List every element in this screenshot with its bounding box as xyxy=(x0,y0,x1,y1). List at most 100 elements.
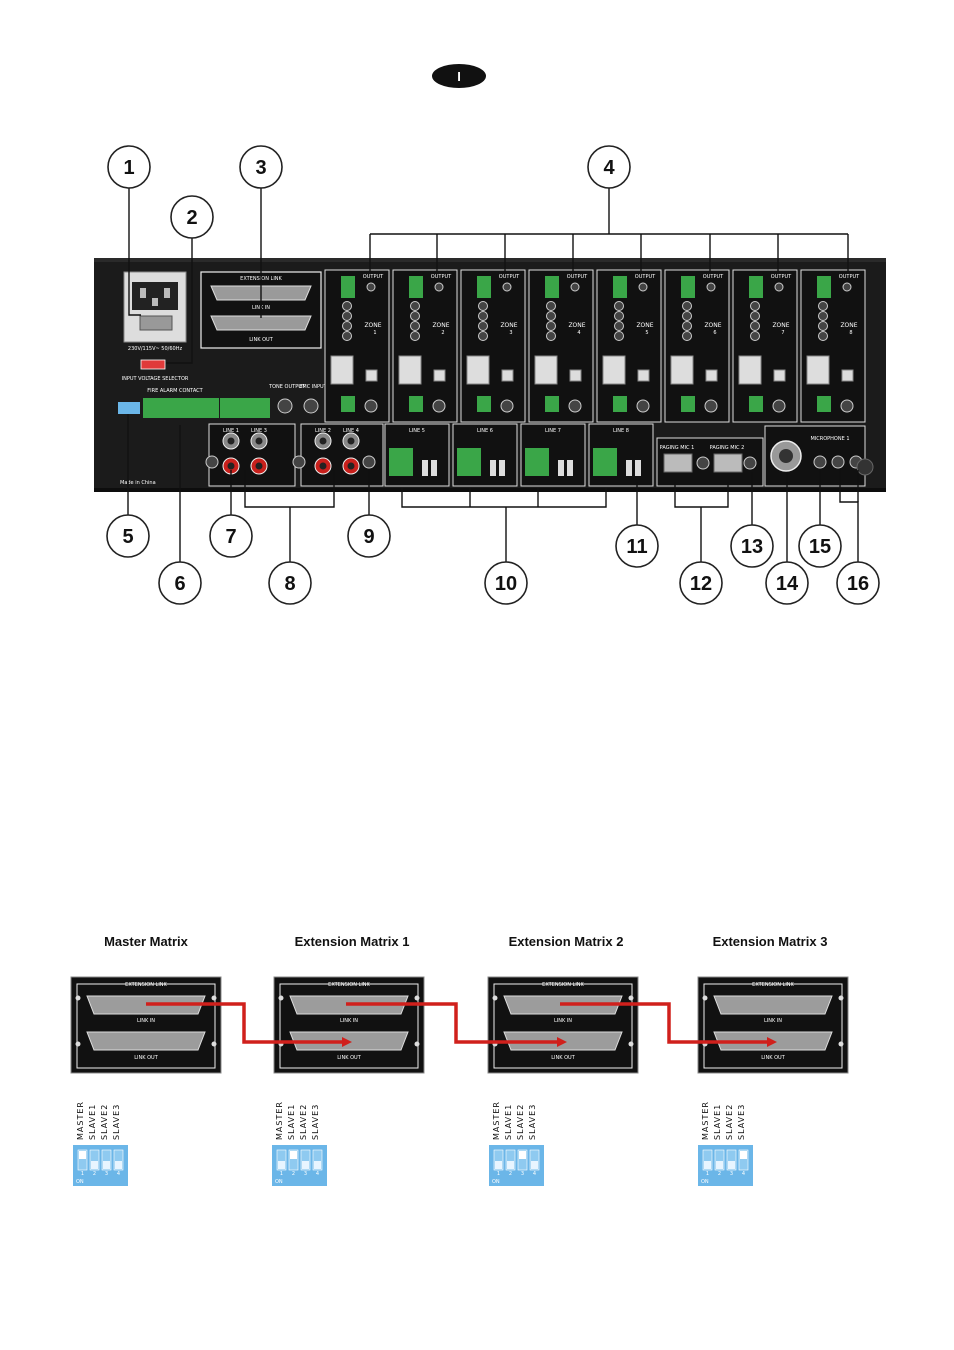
dip-switch-lever[interactable] xyxy=(302,1161,309,1169)
zone-button[interactable] xyxy=(501,369,514,382)
zone-gain-knob[interactable] xyxy=(500,399,514,413)
zone-knob[interactable] xyxy=(478,331,488,341)
zone-output-terminal[interactable] xyxy=(545,276,559,298)
zone-knob[interactable] xyxy=(682,311,692,321)
zone-knob[interactable] xyxy=(410,331,420,341)
dip-switch-lever[interactable] xyxy=(531,1161,538,1169)
zone-knob[interactable] xyxy=(546,311,556,321)
zone-output-terminal[interactable] xyxy=(409,276,423,298)
phantom-switch[interactable] xyxy=(499,460,505,476)
zone-button[interactable] xyxy=(841,369,854,382)
zone-knob[interactable] xyxy=(750,301,760,311)
dip-switch-lever[interactable] xyxy=(103,1161,110,1169)
zone-knob[interactable] xyxy=(818,311,828,321)
zone-knob[interactable] xyxy=(546,301,556,311)
zone-knob[interactable] xyxy=(478,321,488,331)
zone-knob[interactable] xyxy=(546,321,556,331)
zone-remote-terminal[interactable] xyxy=(817,396,831,412)
zone-output-terminal[interactable] xyxy=(681,276,695,298)
zone-knob[interactable] xyxy=(682,331,692,341)
link-out-connector[interactable] xyxy=(86,1031,206,1051)
zone-button[interactable] xyxy=(365,369,378,382)
zone-gain-knob[interactable] xyxy=(432,399,446,413)
zone-remote-jack[interactable] xyxy=(670,355,694,385)
phantom-switch[interactable] xyxy=(635,460,641,476)
dip-switch-lever[interactable] xyxy=(507,1161,514,1169)
paging-mic-gain-knob[interactable] xyxy=(696,456,710,470)
zone-knob[interactable] xyxy=(818,301,828,311)
zone-button[interactable] xyxy=(637,369,650,382)
dip-switch-lever[interactable] xyxy=(728,1161,735,1169)
dip-switch-lever[interactable] xyxy=(740,1151,747,1159)
paging-gain-knob[interactable] xyxy=(743,456,757,470)
zone-button[interactable] xyxy=(569,369,582,382)
line-gain-knob[interactable] xyxy=(362,455,376,469)
zone-knob[interactable] xyxy=(750,311,760,321)
zone-knob[interactable] xyxy=(342,321,352,331)
mic-line-switch[interactable] xyxy=(422,460,428,476)
zone-output-terminal[interactable] xyxy=(749,276,763,298)
zone-remote-terminal[interactable] xyxy=(409,396,423,412)
dip-switch-lever[interactable] xyxy=(716,1161,723,1169)
mic-bass-knob[interactable] xyxy=(831,455,845,469)
dip-switch-lever[interactable] xyxy=(314,1161,321,1169)
mic-line-switch[interactable] xyxy=(626,460,632,476)
mic-line-terminal[interactable] xyxy=(457,448,481,476)
mic-line-switch[interactable] xyxy=(558,460,564,476)
zone-remote-terminal[interactable] xyxy=(613,396,627,412)
dip-switch-lever[interactable] xyxy=(79,1151,86,1159)
dip-switch-lever[interactable] xyxy=(115,1161,122,1169)
zone-remote-terminal[interactable] xyxy=(545,396,559,412)
dip-switch-lever[interactable] xyxy=(519,1151,526,1159)
tone-output-knob[interactable]: TONE OUTPUT xyxy=(268,384,306,414)
zone-remote-jack[interactable] xyxy=(534,355,558,385)
zone-knob[interactable] xyxy=(614,311,624,321)
zone-button[interactable] xyxy=(773,369,786,382)
line-gain-knob[interactable] xyxy=(205,455,219,469)
dip-switch-lever[interactable] xyxy=(704,1161,711,1169)
line-gain-knob[interactable] xyxy=(292,455,306,469)
phantom-switch[interactable] xyxy=(431,460,437,476)
dip-switch-lever[interactable] xyxy=(278,1161,285,1169)
emc-input-knob[interactable]: EMC INPUT xyxy=(299,384,328,414)
zone-knob[interactable] xyxy=(546,331,556,341)
paging-mic-2-jack[interactable] xyxy=(713,453,743,473)
mic-line-terminal[interactable] xyxy=(593,448,617,476)
zone-knob[interactable] xyxy=(342,311,352,321)
zone-knob[interactable] xyxy=(750,331,760,341)
mic-line-terminal[interactable] xyxy=(525,448,549,476)
voltage-selector-switch[interactable]: INPUT VOLTAGE SELECTOR xyxy=(122,359,189,382)
zone-knob[interactable] xyxy=(478,301,488,311)
zone-knob[interactable] xyxy=(614,301,624,311)
zone-knob[interactable] xyxy=(750,321,760,331)
zone-remote-jack[interactable] xyxy=(738,355,762,385)
zone-output-terminal[interactable] xyxy=(341,276,355,298)
zone-remote-jack[interactable] xyxy=(602,355,626,385)
zone-remote-terminal[interactable] xyxy=(341,396,355,412)
zone-remote-jack[interactable] xyxy=(398,355,422,385)
zone-gain-knob[interactable] xyxy=(364,399,378,413)
mic-line-switch[interactable] xyxy=(490,460,496,476)
panel-dip-switch[interactable] xyxy=(118,402,140,414)
zone-remote-terminal[interactable] xyxy=(681,396,695,412)
zone-knob[interactable] xyxy=(614,331,624,341)
zone-knob[interactable] xyxy=(410,321,420,331)
zone-remote-terminal[interactable] xyxy=(477,396,491,412)
zone-remote-terminal[interactable] xyxy=(749,396,763,412)
zone-output-terminal[interactable] xyxy=(613,276,627,298)
zone-knob[interactable] xyxy=(614,321,624,331)
zone-knob[interactable] xyxy=(818,331,828,341)
zone-remote-jack[interactable] xyxy=(330,355,354,385)
zone-output-terminal[interactable] xyxy=(477,276,491,298)
zone-gain-knob[interactable] xyxy=(840,399,854,413)
zone-knob[interactable] xyxy=(478,311,488,321)
zone-gain-knob[interactable] xyxy=(704,399,718,413)
mic-line-terminal[interactable] xyxy=(389,448,413,476)
zone-output-terminal[interactable] xyxy=(817,276,831,298)
zone-gain-knob[interactable] xyxy=(636,399,650,413)
link-in-connector[interactable] xyxy=(713,995,833,1015)
zone-gain-knob[interactable] xyxy=(772,399,786,413)
zone-button[interactable] xyxy=(433,369,446,382)
